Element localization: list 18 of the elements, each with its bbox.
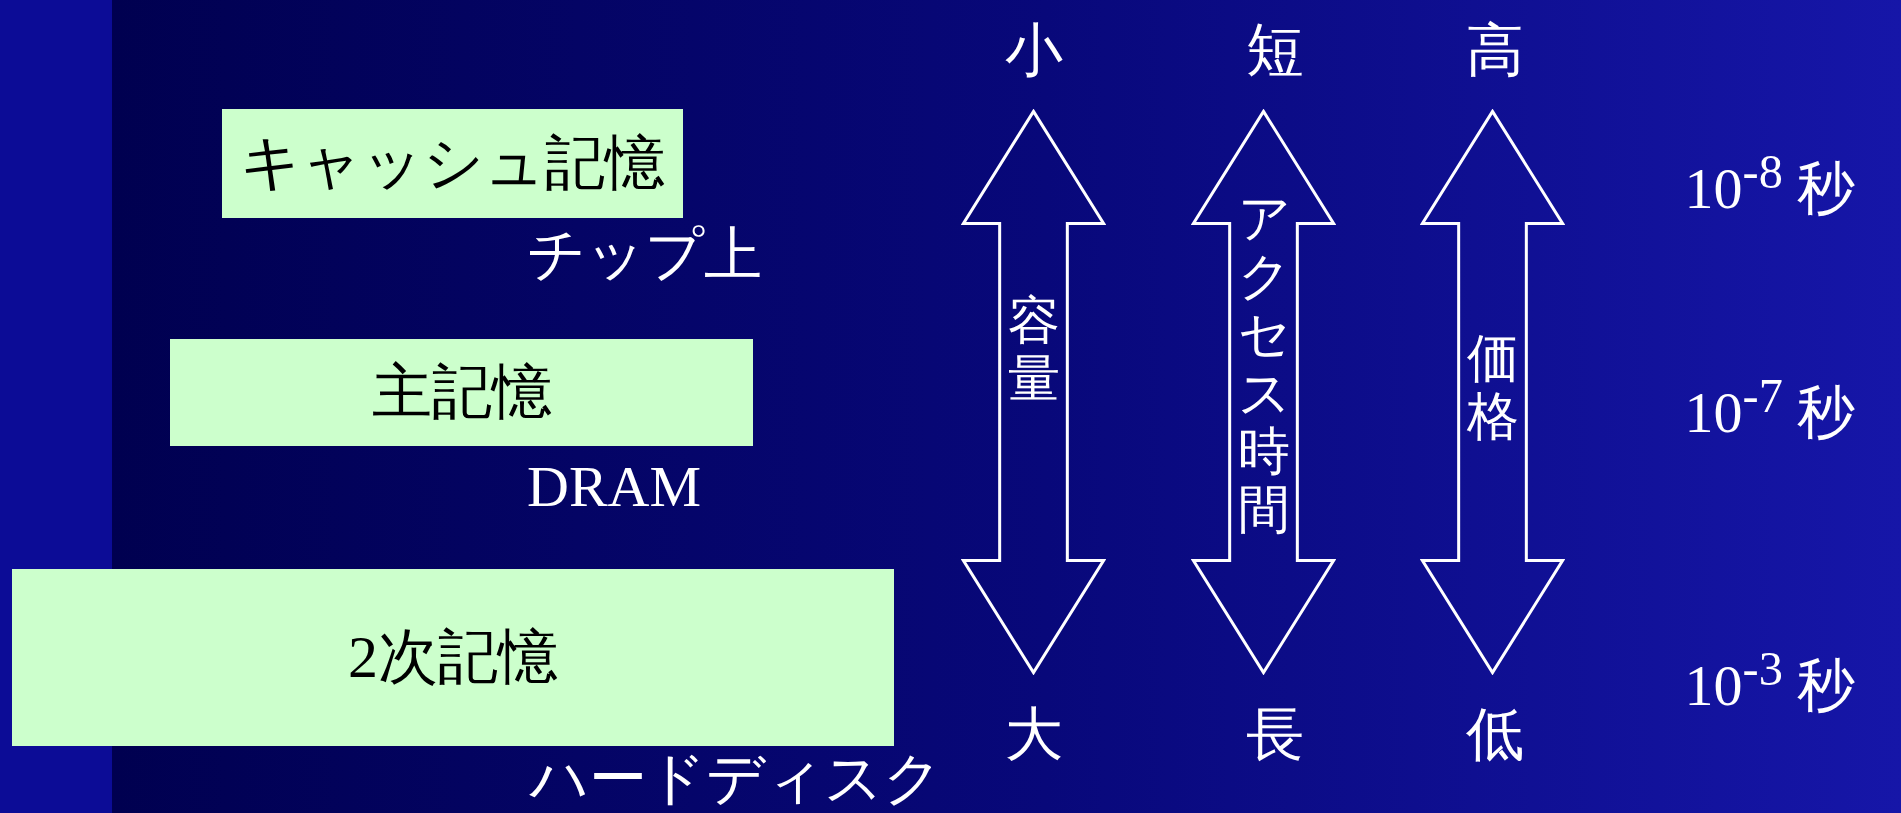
device-caption: DRAM	[527, 458, 702, 516]
scale-end: 小	[1005, 22, 1063, 80]
memory-box: 主記憶	[170, 339, 753, 446]
arrow-text: アクセス時間	[1237, 190, 1290, 540]
scale-end: 長	[1246, 706, 1304, 764]
access-time: 10$^{-7}$ 秒	[1684, 372, 1856, 443]
access-time: 10$^{-8}$ 秒	[1684, 148, 1856, 219]
scale-end: 大	[1005, 706, 1063, 764]
device-caption: ハードディスク	[530, 750, 942, 808]
arrow-text: 容量	[1007, 292, 1060, 409]
scale-end: 低	[1466, 706, 1524, 764]
device-caption: チップ上	[527, 226, 762, 284]
scale-end: 高	[1466, 22, 1524, 80]
access-time: 10$^{-3}$ 秒	[1684, 645, 1856, 716]
memory-box: 2次記憶	[12, 569, 894, 746]
arrow-text: 価格	[1466, 330, 1519, 447]
memory-box: キャッシュ記憶	[222, 109, 683, 218]
scale-end: 短	[1246, 22, 1304, 80]
